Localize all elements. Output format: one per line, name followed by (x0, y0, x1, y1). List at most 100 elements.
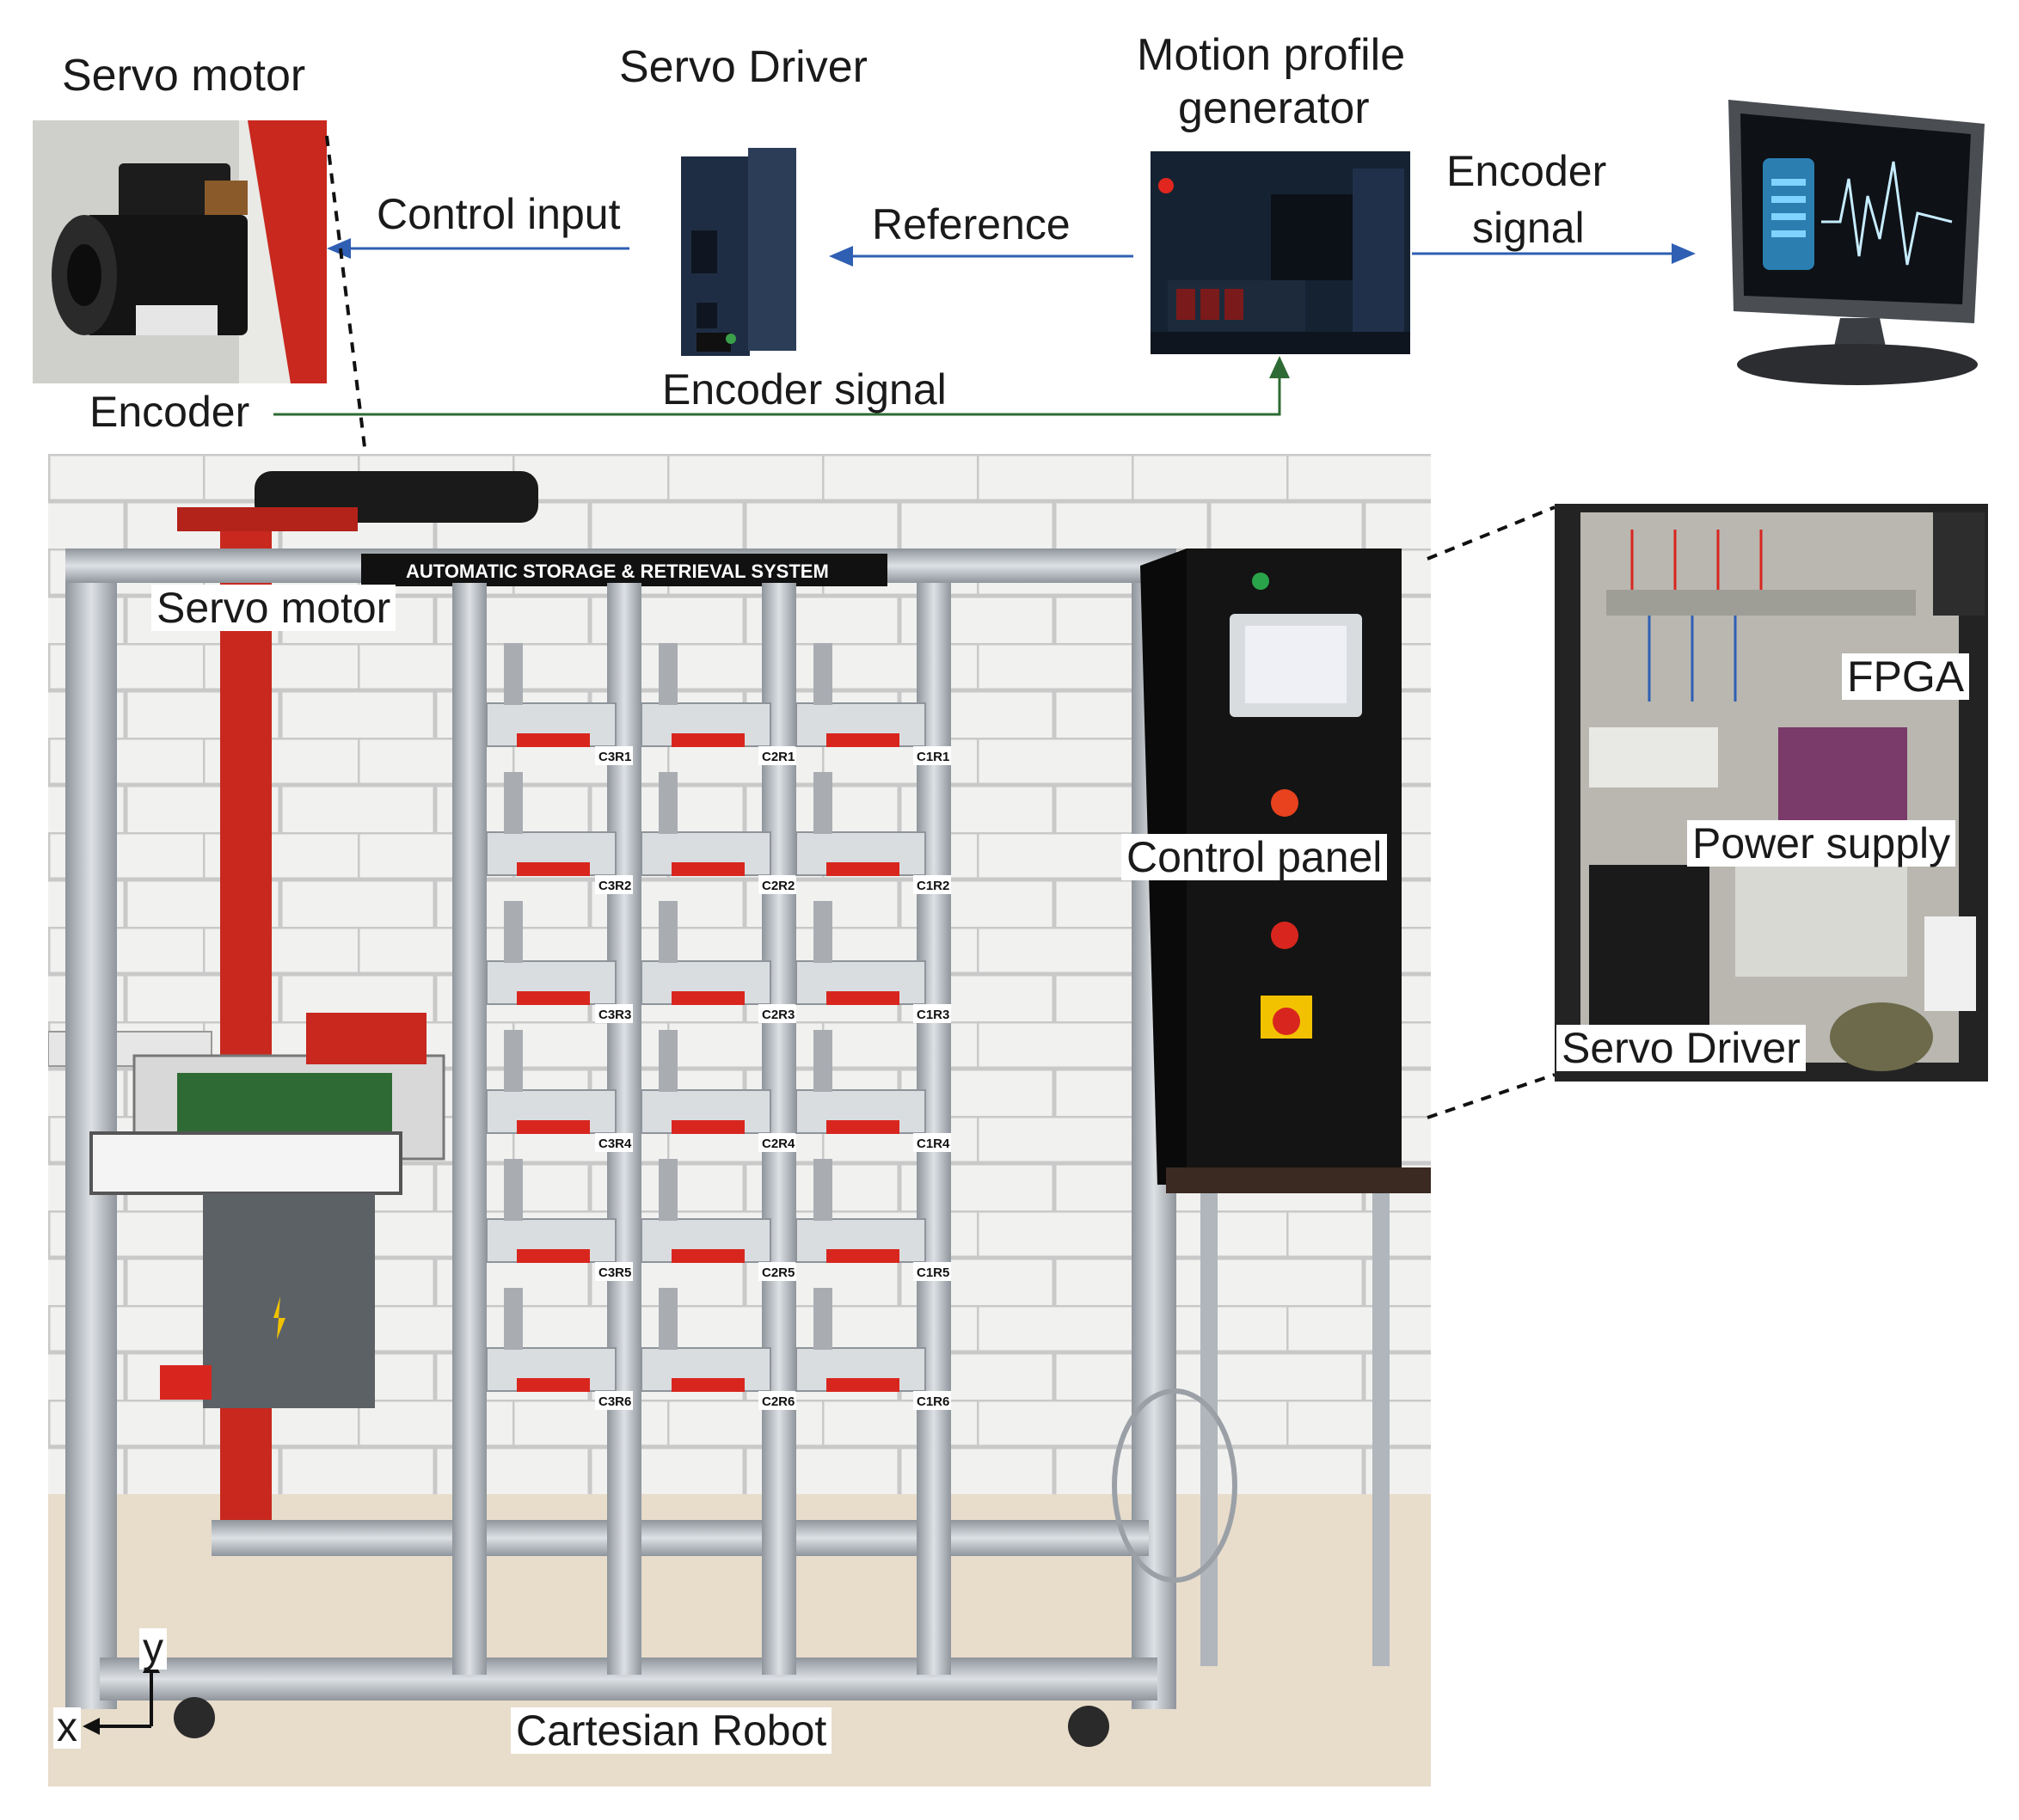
motion-profile-label-1: Motion profile (1137, 30, 1406, 80)
shelf-pin (813, 1288, 832, 1350)
shelf-pin (813, 643, 832, 705)
slot-tag-bg (758, 1391, 796, 1410)
shelf-red-label (517, 991, 590, 1005)
slot-tag: C3R6 (598, 1394, 631, 1409)
slot-tag: C2R5 (762, 1265, 795, 1280)
servo-motor-photo (33, 120, 327, 383)
slot-tag-bg (913, 1004, 951, 1023)
slot-tag-bg (595, 746, 633, 765)
motor-zoom-dashed-line (325, 135, 366, 448)
slot-tag-bg (595, 1262, 633, 1281)
shelf-pin (813, 1159, 832, 1221)
shelf-red-label (672, 991, 745, 1005)
shelf-pin (659, 643, 678, 705)
slot-tag: C2R3 (762, 1008, 795, 1022)
shelf-red-label (517, 1120, 590, 1134)
shelf-pin (504, 1030, 523, 1092)
slot-tag: C2R6 (762, 1394, 795, 1409)
shelf-pin (813, 772, 832, 834)
shelf-red-label (826, 991, 899, 1005)
slot-tag-bg (913, 1133, 951, 1152)
slot-tag-bg (758, 875, 796, 894)
shelf-red-label (672, 1378, 745, 1392)
shelf-pin (504, 1288, 523, 1350)
slot-tag-bg (595, 1133, 633, 1152)
cartesian-robot-label: Cartesian Robot (511, 1707, 832, 1754)
shelf-red-label (826, 1378, 899, 1392)
slot-tag: C3R1 (598, 750, 631, 764)
slot-tag-bg (758, 1133, 796, 1152)
shelf-pin (659, 1030, 678, 1092)
shelf-red-label (517, 862, 590, 876)
shelf-red-label (517, 733, 590, 747)
slot-tag-bg (595, 1391, 633, 1410)
shelf-red-label (517, 1249, 590, 1263)
shelf-red-label (826, 862, 899, 876)
shelf-pin (659, 1288, 678, 1350)
shelf-pin (813, 901, 832, 963)
shelf-tray (795, 702, 926, 747)
slot-tag-bg (595, 875, 633, 894)
encoder-signal-right-label-2: signal (1472, 204, 1585, 252)
servo-driver-top-label: Servo Driver (619, 42, 868, 92)
robot-servo-motor-label: Servo motor (151, 585, 396, 631)
encoder-signal-bottom-label: Encoder signal (662, 365, 947, 414)
shelf-red-label (672, 733, 745, 747)
slot-tag-bg (758, 1262, 796, 1281)
slot-tag: C1R5 (917, 1265, 949, 1280)
shelf-red-label (672, 1249, 745, 1263)
robot-banner-text: AUTOMATIC STORAGE & RETRIEVAL SYSTEM (406, 561, 829, 582)
control-input-label: Control input (377, 190, 621, 238)
servo-motor-top-label: Servo motor (62, 51, 306, 101)
shelf-pin (504, 772, 523, 834)
shelf-pin (504, 901, 523, 963)
slot-tag-bg (913, 1391, 951, 1410)
shelf-red-label (826, 1120, 899, 1134)
shelf-pin (659, 1159, 678, 1221)
shelf-red-label (672, 1120, 745, 1134)
servo-driver-photo (679, 148, 798, 359)
shelf-pin (504, 1159, 523, 1221)
slot-tag: C1R2 (917, 879, 949, 893)
slot-tag: C1R4 (917, 1137, 950, 1151)
shelf-pin (659, 901, 678, 963)
control-cabinet-photo (1555, 504, 1988, 1082)
slot-tag: C3R2 (598, 879, 631, 893)
axis-x-label: x (53, 1707, 81, 1749)
shelf-pin (504, 643, 523, 705)
fpga-board-photo (1151, 151, 1410, 354)
encoder-signal-right-label-1: Encoder (1446, 147, 1607, 195)
shelf-red-label (826, 733, 899, 747)
shelf-pin (659, 772, 678, 834)
slot-tag: C2R4 (762, 1137, 795, 1151)
slot-tag-bg (758, 746, 796, 765)
encoder-label: Encoder (89, 388, 250, 436)
axis-y-label: y (139, 1628, 167, 1670)
slot-tag: C3R3 (598, 1008, 631, 1022)
slot-tag-bg (758, 1004, 796, 1023)
motion-profile-label-2: generator (1178, 83, 1370, 133)
slot-tag: C1R1 (917, 750, 949, 764)
slot-tag-bg (913, 746, 951, 765)
slot-tag: C2R2 (762, 879, 795, 893)
slot-tag: C1R3 (917, 1008, 949, 1022)
slot-tag: C3R4 (598, 1137, 632, 1151)
power-supply-label: Power supply (1687, 820, 1956, 867)
fpga-label: FPGA (1842, 653, 1970, 700)
shelf-pin (813, 1030, 832, 1092)
cabinet-zoom-lines (1427, 506, 1556, 1119)
shelf-red-label (517, 1378, 590, 1392)
cabinet-servo-driver-label: Servo Driver (1556, 1025, 1806, 1071)
slot-tag: C3R5 (598, 1265, 631, 1280)
control-panel-label: Control panel (1121, 834, 1388, 880)
shelf-red-label (826, 1249, 899, 1263)
slot-tag-bg (595, 1004, 633, 1023)
slot-tag: C2R1 (762, 750, 795, 764)
slot-tag-bg (913, 1262, 951, 1281)
reference-label: Reference (872, 200, 1071, 248)
block-diagram-arrows (273, 135, 1696, 448)
encoder-feedback-line (273, 377, 1281, 416)
shelf-red-label (672, 862, 745, 876)
slot-tag: C1R6 (917, 1394, 949, 1409)
